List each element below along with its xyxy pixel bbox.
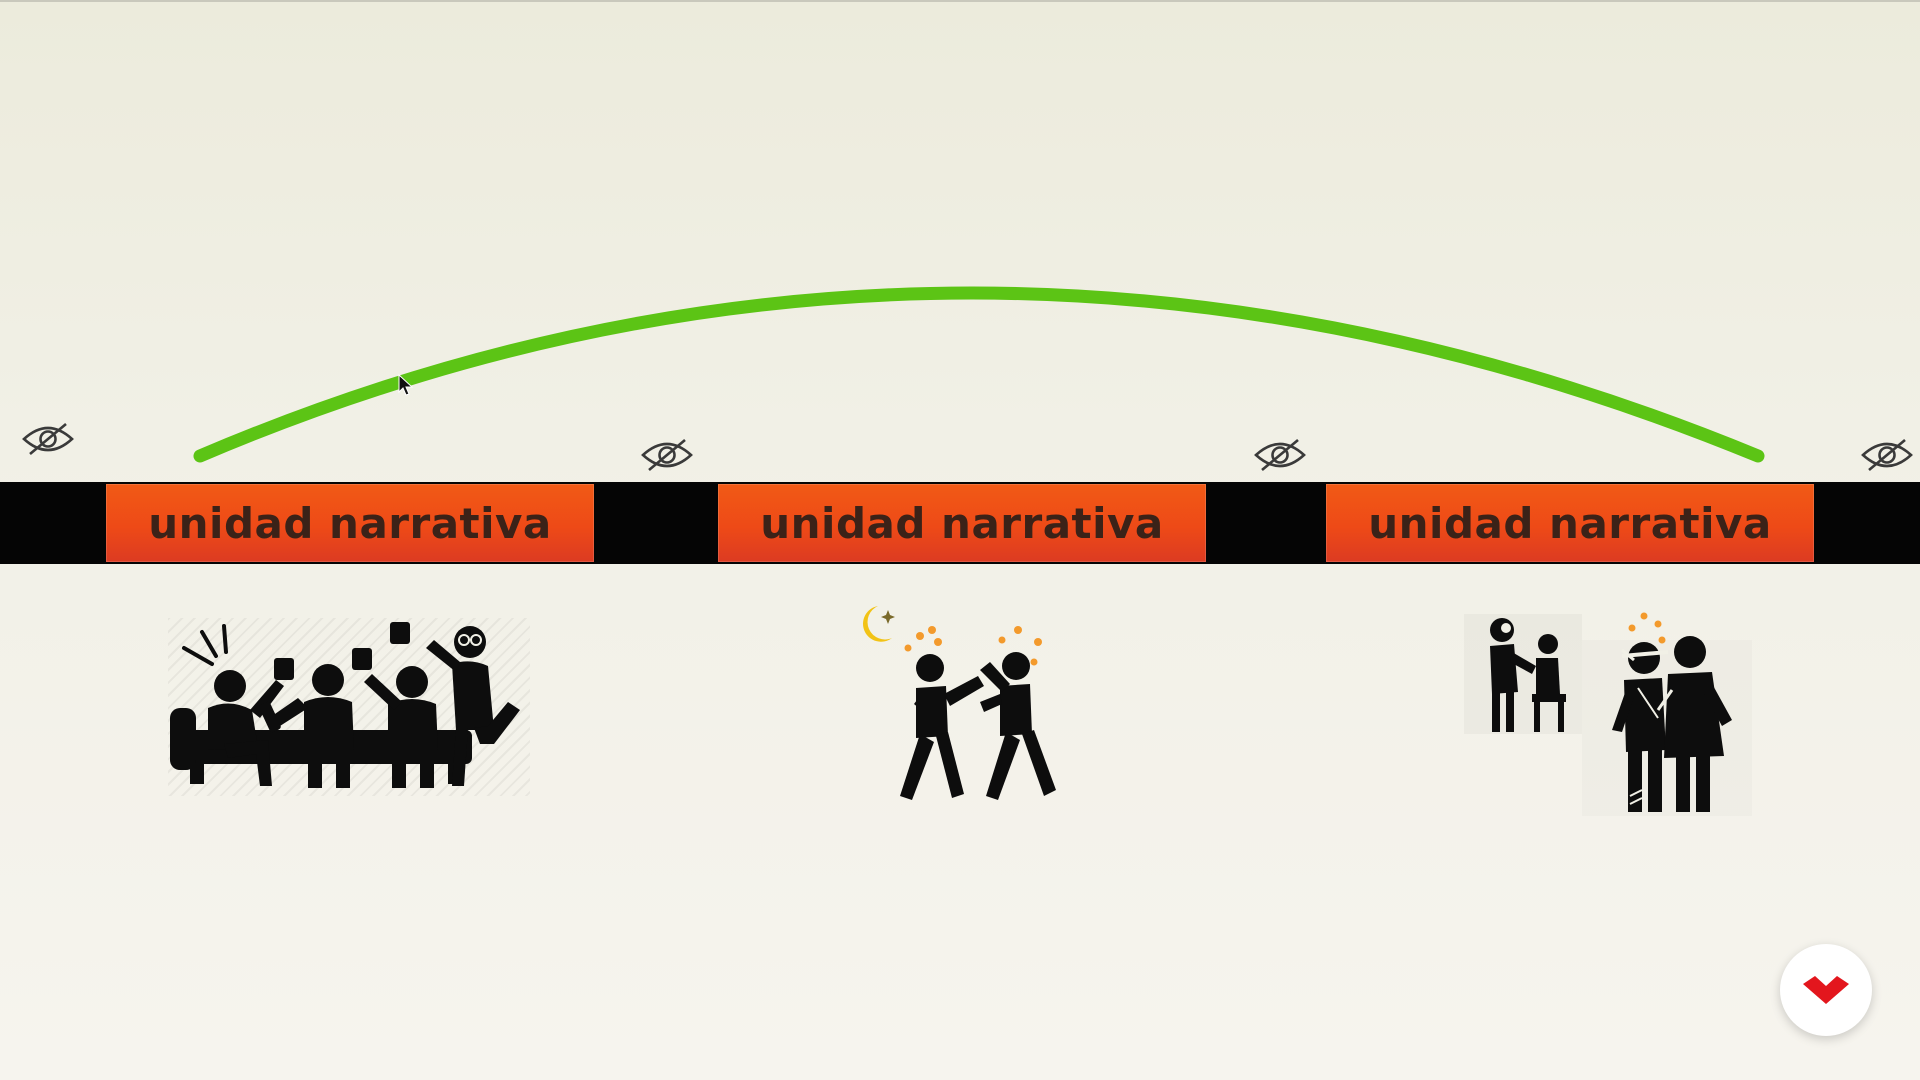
mouse-cursor-icon (398, 374, 414, 396)
eye-off-icon (1861, 439, 1913, 471)
party-friends-drinking-icon (168, 618, 530, 796)
narrative-unit-3: unidad narrativa (1326, 484, 1814, 562)
logo-chevron-icon (1803, 976, 1849, 1004)
eye-off-icon (1254, 439, 1306, 471)
narrative-unit-label: unidad narrativa (1368, 498, 1772, 548)
arc-path (193, 286, 1765, 463)
eye-off-icon (22, 423, 74, 455)
narrative-unit-2: unidad narrativa (718, 484, 1206, 562)
narrative-unit-label: unidad narrativa (760, 498, 1164, 548)
logo-button[interactable] (1780, 944, 1872, 1036)
doctor-and-injured-couple-icon (1490, 612, 1732, 812)
top-border (0, 0, 1920, 2)
eye-off-icon (641, 439, 693, 471)
narrative-unit-1: unidad narrativa (106, 484, 594, 562)
night-fight-icon (863, 606, 1056, 800)
narrative-unit-label: unidad narrativa (148, 498, 552, 548)
